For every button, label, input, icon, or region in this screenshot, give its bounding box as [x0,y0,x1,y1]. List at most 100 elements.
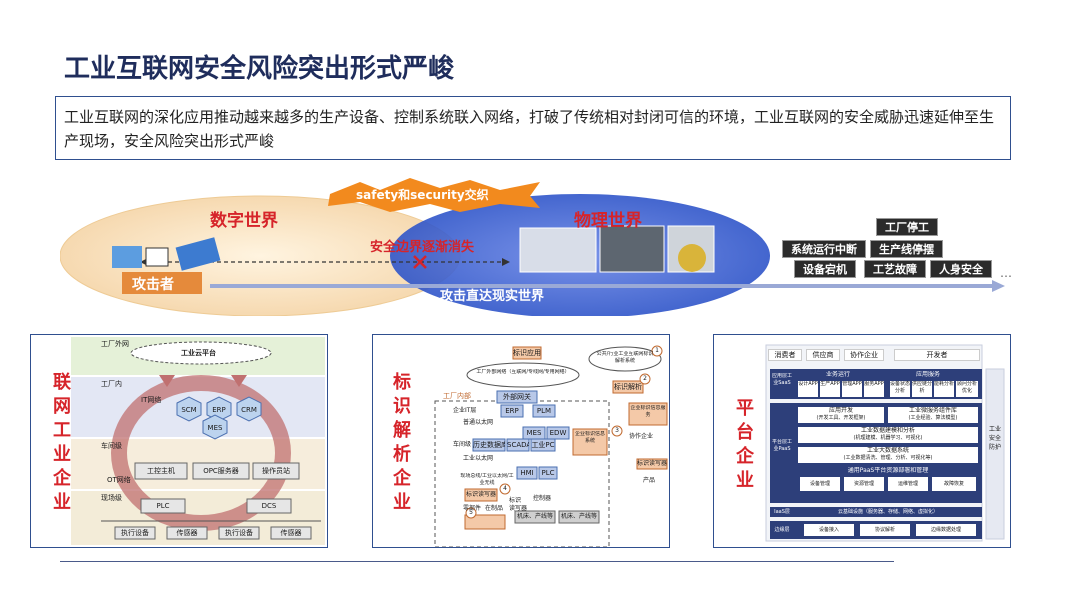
paas-box: 应用开发 (开发工具、开发框架) [798,407,884,423]
step-marker: 2 [643,375,647,382]
layer-label: 现场级 [101,494,122,502]
label-char: 业 [393,492,411,513]
diagram-label: SCADA [507,441,529,449]
panel-label-platform: 平 台 企 业 [734,397,756,493]
resource-box: 故障恢复 [932,477,976,491]
app-box: 设备状态分析 [890,381,910,397]
page-title: 工业互联网安全风险突出形式严峻 [64,54,455,84]
layer-label: IaaS层 [774,509,790,515]
diagram-label: 标识读写器 [637,460,667,467]
app-box: 能耗分析 [934,381,954,397]
platform-enterprise-panel: 平 台 企 业 消费者 供应商 协作企业 开发者 应用层工业SaaS 业务运行 … [713,334,1011,548]
digital-physical-banner: safety和security交织 数字世界 物理世界 安全边界逐渐消失 攻击者… [60,176,1020,316]
step-marker: 3 [615,427,619,434]
label-char: 业 [53,492,71,513]
device-label: 执行设备 [225,529,253,537]
diagram-label: 企业IT层 [453,407,477,414]
diagram-label: MES [526,429,542,437]
node-label: PLC [156,502,170,510]
diagram-label: 读写器 [509,505,528,512]
diagram-label: 标识读写器 [465,491,496,498]
intro-text: 工业互联网的深化应用推动越来越多的生产设备、控制系统联入网络，打破了传统相对封闭… [55,96,1011,160]
resource-box: 资源管理 [844,477,884,491]
resource-box: 设备管理 [800,477,840,491]
label-char: 网 [53,396,71,417]
paas-box-sub: (工业数据清洗、管理、分析、可视化等) [843,455,933,461]
resource-box: 运维管理 [888,477,928,491]
cross-icon [413,255,427,269]
node-label: ERP [212,406,226,414]
diagram-label: 公共/行业工业互联网标识解析系统 [596,351,654,364]
diagram-label: ERP [505,407,519,415]
label-char: 工 [53,420,71,441]
diagram-label: 现场总线/工业以太网/工业无线 [460,473,514,486]
group-label: 应用服务 [915,371,940,378]
step-marker: 4 [503,485,507,492]
panel-label-networked: 联 网 工 业 企 业 [51,371,73,515]
attacker-devices-icon [112,237,221,271]
networked-enterprise-panel: 联 网 工 业 企 业 工厂外网 工厂内 车间级 现场级 工业云平台 IT网络 … [30,334,328,548]
device-label: 传感器 [280,529,302,537]
diagram-label: 标识 [509,497,522,504]
layer-label: 工厂外网 [101,340,129,348]
step-marker: 5 [469,509,473,516]
edge-box: 设备接入 [804,524,854,536]
label-char: 平 [736,398,754,419]
physical-world-label: 物理世界 [574,211,642,231]
security-side-label: 工业安全防护 [988,426,1001,451]
it-label: IT网络 [141,396,162,404]
footer-divider [60,561,894,562]
attacker-box [122,272,202,294]
diagram-label: 企业标识信息系统 [574,431,605,444]
paas-box-sub: (机理建模、机器学习、可视化) [853,435,923,441]
role-box: 消费者 [768,349,802,361]
paas-box: 工业微服务组件库 (工业经验、算法模型) [888,407,978,423]
diagram-label: 工业以太网 [463,455,494,462]
paas-box-title: 工业数据建模和分析 [860,427,915,434]
app-box: 服务APP [864,381,884,397]
layer-label: 车间级 [101,442,122,450]
attacker-label: 攻击者 [132,277,174,293]
role-box: 供应商 [806,349,840,361]
layer-label: 平台层工业PaaS [771,439,792,452]
label-char: 企 [53,468,71,489]
label-char: 解 [393,420,411,441]
diagram-label: 机床、产线等 [560,513,597,520]
label-char: 台 [736,422,754,443]
boundary-label: 安全边界逐渐消失 [370,240,475,255]
attack-reach-label: 攻击直达现实世界 [440,289,545,304]
label-char: 业 [736,470,754,491]
diagram-label: 产品 [643,477,656,484]
panel-label-identifier: 标 识 解 析 企 业 [391,371,413,515]
paas-box-title: 工业微服务组件库 [908,407,957,414]
diagram-label: 零部件 [463,505,482,512]
app-box: 顾问分析优化 [956,381,978,397]
node-label: 操作员站 [262,467,290,475]
diagram-label: 外部网关 [503,393,531,401]
device-label: 传感器 [176,529,198,537]
step-marker: 1 [655,347,659,354]
ellipsis: … [1000,266,1012,280]
layer-label: 边缘层 [774,527,790,533]
consequence-tag: 工艺故障 [864,260,926,278]
identifier-resolution-panel: 标 识 解 析 企 业 标识应用 公共/行业工业互联网标识解析系统 工厂外部网络… [372,334,670,548]
safety-label: safety和security交织 [356,188,489,202]
consequence-tag: 工厂停工 [876,218,938,236]
label-char: 识 [393,396,411,417]
diagram-label: 普通以太网 [463,419,494,426]
diagram-label: 协作企业 [629,433,654,440]
banner-graphic [60,178,1005,316]
diagram-label: PLC [541,469,555,477]
iaas-text: 云基础设施（服务器、存储、网络、虚拟化） [837,509,938,515]
resource-label: 通用PaaS平台资源部署和管理 [847,467,929,474]
app-box: 管理APP [842,381,862,397]
node-label: OPC服务器 [203,467,239,475]
label-char: 企 [393,468,411,489]
diagram-label: 企业标识信息服务 [630,405,666,418]
factory-photos-icon [519,225,715,273]
node-label: CRM [241,406,257,414]
consequence-tag: 人身安全 [930,260,992,278]
node-label: MES [207,424,223,432]
group-label: 业务运行 [825,371,850,378]
label-char: 析 [393,444,411,465]
